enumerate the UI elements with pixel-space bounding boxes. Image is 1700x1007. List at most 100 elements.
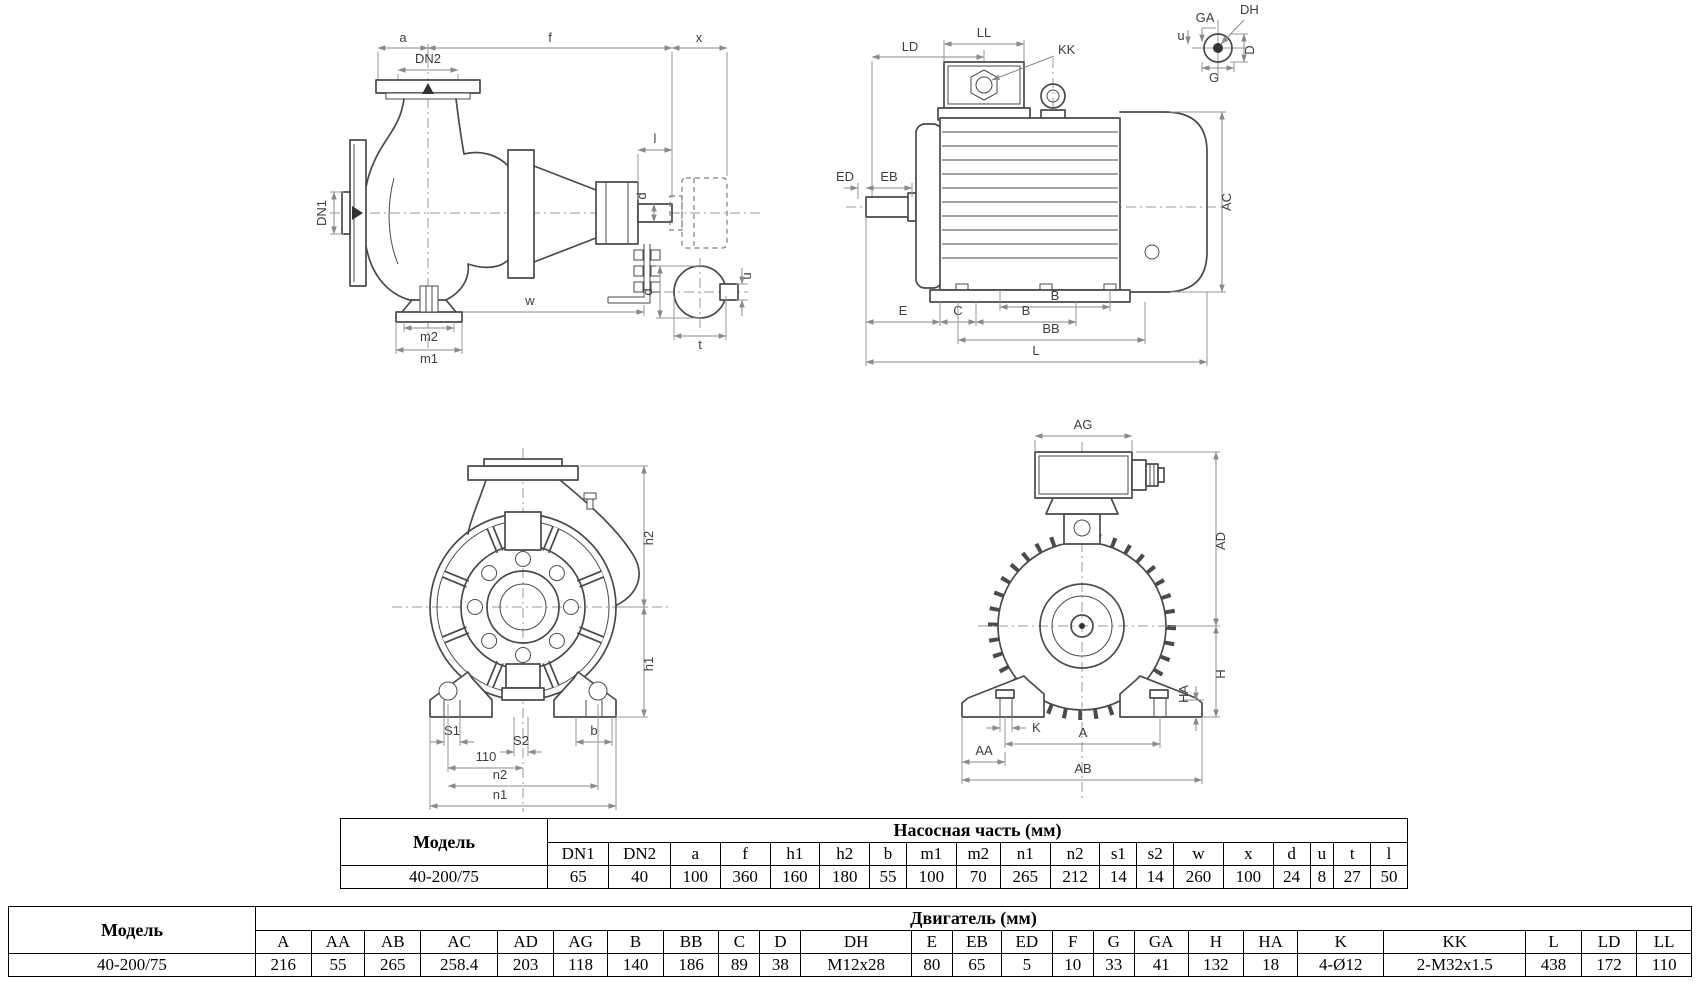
column-header: EB <box>951 930 1002 954</box>
column-header: C <box>718 930 761 954</box>
dim-label-l: l <box>654 131 657 146</box>
value-cell: 160 <box>769 865 821 889</box>
value-cell: 438 <box>1525 953 1582 977</box>
dim-label-e: E <box>899 303 908 318</box>
value-cell: M12x28 <box>800 953 912 977</box>
dim-label-b-top: B <box>1051 288 1060 303</box>
dim-label-w: w <box>524 293 535 308</box>
dim-label-ad: AD <box>1213 532 1228 550</box>
dim-label-dh: DH <box>1240 2 1259 17</box>
column-header: AC <box>419 930 499 954</box>
dim-label-aa: AA <box>975 743 993 758</box>
column-header: DH <box>800 930 912 954</box>
column-header: BB <box>662 930 720 954</box>
column-header: DN2 <box>608 842 671 866</box>
column-header: ED <box>1000 930 1053 954</box>
column-header: u <box>1309 842 1335 866</box>
column-header: m2 <box>955 842 1001 866</box>
dim-label-kk: KK <box>1058 42 1076 57</box>
dim-label-h: H <box>1213 669 1228 678</box>
column-header: AA <box>310 930 366 954</box>
column-header: a <box>669 842 721 866</box>
pump-side-view: a f x DN2 DN1 l d w m2 m1 <box>314 30 762 366</box>
dim-label-x: x <box>696 30 703 45</box>
column-header: GA <box>1133 930 1189 954</box>
dim-label-dn2: DN2 <box>415 51 441 66</box>
value-cell: 24 <box>1272 865 1311 889</box>
pump-shaft-end-detail: d u t <box>640 258 754 352</box>
value-cell: 38 <box>759 953 802 977</box>
column-header: d <box>1272 842 1311 866</box>
value-cell: 212 <box>1049 865 1101 889</box>
value-cell: 100 <box>669 865 721 889</box>
column-header: b <box>869 842 907 866</box>
column-header: n1 <box>999 842 1051 866</box>
value-cell: 80 <box>910 953 953 977</box>
column-header: h1 <box>769 842 821 866</box>
dim-label-ms-d: D <box>1242 45 1257 54</box>
dim-label-b: B <box>1022 303 1031 318</box>
value-cell: 40 <box>608 865 671 889</box>
column-header: m1 <box>905 842 957 866</box>
dim-label-h2: h2 <box>641 531 656 545</box>
dim-label-motor-a: A <box>1079 725 1088 740</box>
value-cell: 110 <box>1636 953 1692 977</box>
column-header: H <box>1187 930 1245 954</box>
dim-label-ll: LL <box>977 25 991 40</box>
column-header: n2 <box>1049 842 1101 866</box>
dim-label-ag: AG <box>1074 417 1093 432</box>
motor-shaft-end-detail: GA u D G DH <box>1177 2 1258 85</box>
value-cell: 100 <box>1222 865 1274 889</box>
dim-label-ac: AC <box>1219 193 1234 211</box>
dim-label-ab: AB <box>1074 761 1091 776</box>
column-header: A <box>255 930 312 954</box>
column-header: D <box>759 930 802 954</box>
value-cell: 50 <box>1370 865 1408 889</box>
column-header: K <box>1297 930 1385 954</box>
dim-label-f: f <box>548 30 552 45</box>
column-header: w <box>1173 842 1224 866</box>
value-cell: 41 <box>1133 953 1189 977</box>
group-header: Двигатель (мм) <box>255 906 1692 931</box>
column-header: AD <box>497 930 554 954</box>
value-cell: 172 <box>1580 953 1638 977</box>
column-header: E <box>910 930 953 954</box>
value-cell: 33 <box>1092 953 1135 977</box>
dim-label-detail-t: t <box>698 337 702 352</box>
value-cell: 216 <box>255 953 312 977</box>
column-header: L <box>1525 930 1582 954</box>
column-header: LD <box>1580 930 1638 954</box>
value-cell: 265 <box>999 865 1051 889</box>
column-header: DN1 <box>546 842 610 866</box>
dim-label-d-shaft: d <box>634 192 649 199</box>
dim-label-k: K <box>1032 720 1041 735</box>
value-cell: 140 <box>607 953 664 977</box>
dim-label-g: G <box>1209 70 1219 85</box>
dim-label-m1: m1 <box>420 351 438 366</box>
dim-label-s1: S1 <box>444 723 460 738</box>
column-header: HA <box>1243 930 1299 954</box>
motor-side-view: LL LD KK ED EB AC B E C B B <box>836 25 1234 366</box>
value-cell: 132 <box>1187 953 1245 977</box>
pump-front-view: h2 h1 S1 b S2 110 n2 n1 <box>392 448 668 812</box>
value-cell: 100 <box>905 865 957 889</box>
column-header: AB <box>364 930 421 954</box>
column-header: F <box>1051 930 1094 954</box>
column-header: t <box>1333 842 1372 866</box>
value-cell: 27 <box>1333 865 1372 889</box>
value-cell: 5 <box>1000 953 1053 977</box>
dim-label-a: a <box>399 30 407 45</box>
column-header: f <box>719 842 771 866</box>
column-header: s2 <box>1136 842 1175 866</box>
value-cell: 18 <box>1243 953 1299 977</box>
value-cell: 180 <box>819 865 871 889</box>
dim-label-ms-u: u <box>1177 28 1184 43</box>
value-cell: 65 <box>951 953 1002 977</box>
value-cell: 89 <box>718 953 761 977</box>
dim-label-h1: h1 <box>641 657 656 671</box>
dim-label-ga: GA <box>1196 10 1215 25</box>
